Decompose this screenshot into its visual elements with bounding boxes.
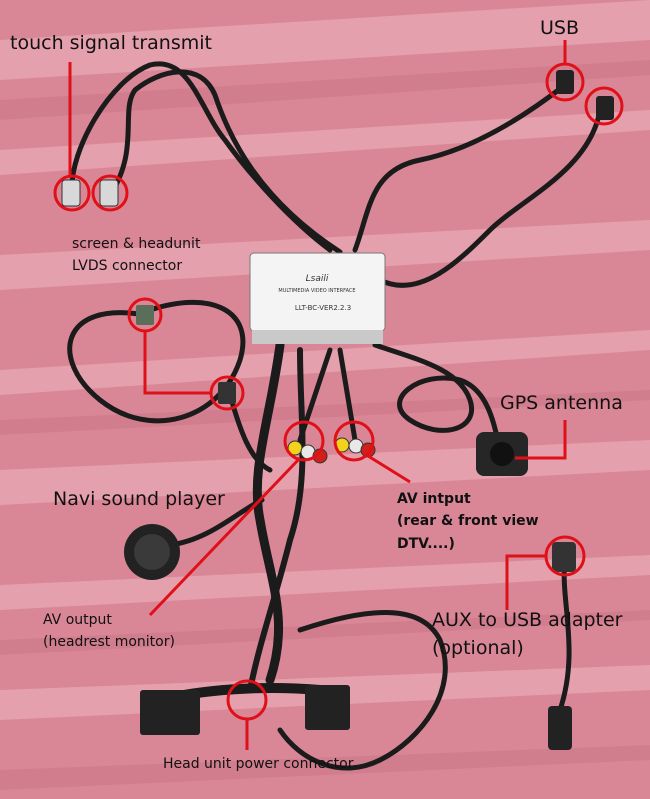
usb-circle-2 [584,86,624,126]
av-input-circle [333,420,375,462]
label-av-input-line2: (rear & front view [397,513,539,529]
label-gps: GPS antenna [500,392,623,414]
module-brand: Lsaili [306,274,329,284]
connector-parts [61,70,614,750]
lvds-leader [143,331,211,395]
label-av-output-line2: (headrest monitor) [43,634,175,650]
touch-circle-2 [91,174,129,212]
touch-circle-1 [53,174,91,212]
label-aux-line2: (optional) [432,637,524,659]
interface-module: Lsaili MULTIMEDIA VIDEO INTERFACE LLT-BC… [249,252,386,344]
label-av-output-line1: AV output [43,612,112,628]
aux-leader [505,554,546,610]
label-usb: USB [540,17,580,39]
label-navi-sound: Navi sound player [53,488,225,510]
label-aux-line1: AUX to USB adapter [432,609,623,631]
label-lvds-line2: LVDS connector [72,258,183,274]
label-touch-signal: touch signal transmit [10,32,212,54]
av-output-leader [148,456,302,617]
label-lvds-line1: screen & headunit [72,236,201,252]
av-input-leader [367,454,411,484]
leader-lines [68,40,567,750]
module-model: LLT-BC-VER2.2.3 [295,304,351,312]
av-output-circle [283,420,325,462]
gps-leader [515,420,567,460]
label-power-connector: Head unit power connector [163,756,354,772]
label-av-input-line1: AV intput [397,491,471,507]
label-av-input-line3: DTV....) [397,536,455,552]
module-title: MULTIMEDIA VIDEO INTERFACE [278,288,355,294]
